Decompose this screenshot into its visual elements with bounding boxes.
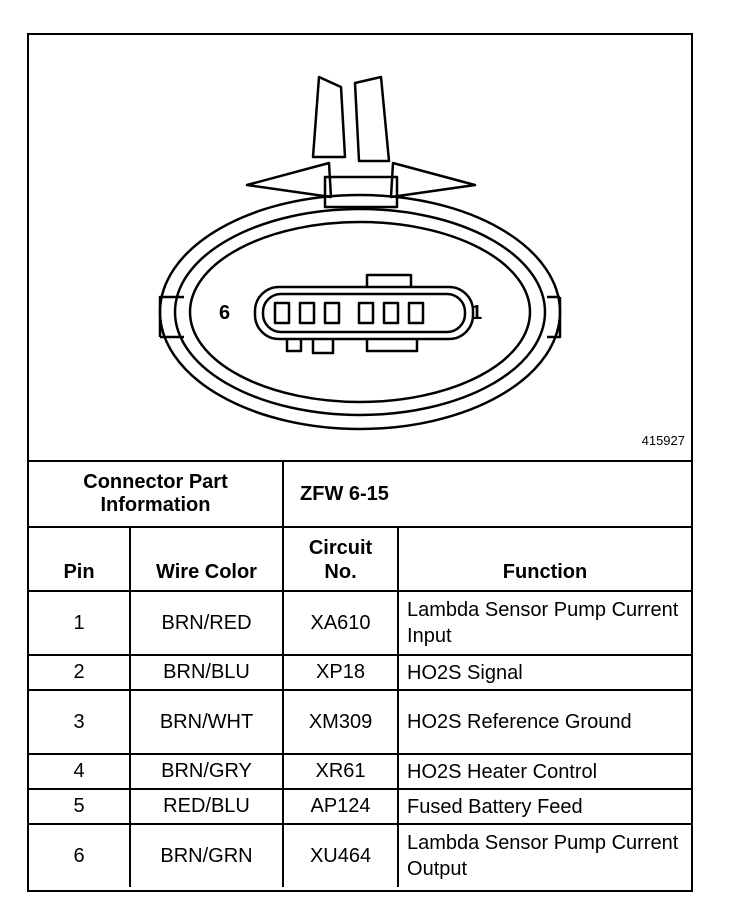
pin-cell: 1 xyxy=(29,590,131,656)
pin-terminal-4 xyxy=(323,301,341,325)
key-bump-top xyxy=(365,273,413,287)
pinout-table: Connector Part Information ZFW 6-15 Pin … xyxy=(29,460,692,887)
lock-finger-left xyxy=(311,75,347,159)
latch-block xyxy=(323,175,399,209)
latch-wing-right xyxy=(389,161,477,199)
key-bump-1 xyxy=(285,339,303,353)
function-cell: Lambda Sensor Pump Current Input xyxy=(397,590,692,656)
function-cell: HO2S Heater Control xyxy=(397,753,692,790)
function-cell: HO2S Reference Ground xyxy=(397,689,692,755)
header-function: Function xyxy=(397,526,692,592)
wire-color-cell: BRN/BLU xyxy=(128,654,285,691)
circuit-cell: XR61 xyxy=(282,753,400,790)
document-frame: 6 1 415927 Connector Part Information ZF… xyxy=(27,33,693,892)
pin-terminal-6 xyxy=(273,301,291,325)
connector-diagram: 6 1 415927 xyxy=(29,35,691,462)
table-row: 1 BRN/RED XA610 Lambda Sensor Pump Curre… xyxy=(29,590,692,656)
table-row: 3 BRN/WHT XM309 HO2S Reference Ground xyxy=(29,689,692,755)
key-bump-2 xyxy=(311,339,335,355)
key-bump-3 xyxy=(365,339,419,353)
pin-cavity-outer xyxy=(253,285,475,341)
figure-id: 415927 xyxy=(641,433,685,448)
function-cell: HO2S Signal xyxy=(397,654,692,691)
circuit-cell: AP124 xyxy=(282,788,400,825)
header-wire-color: Wire Color xyxy=(128,526,285,592)
lock-finger-right xyxy=(353,75,391,163)
wire-color-cell: BRN/RED xyxy=(128,590,285,656)
wire-color-cell: BRN/WHT xyxy=(128,689,285,755)
pin-cell: 5 xyxy=(29,788,131,825)
wire-color-cell: BRN/GRN xyxy=(128,823,285,887)
table-row: 5 RED/BLU AP124 Fused Battery Feed xyxy=(29,788,692,825)
pin-terminal-1 xyxy=(407,301,425,325)
function-cell: Fused Battery Feed xyxy=(397,788,692,825)
pin-1-label: 1 xyxy=(471,302,483,324)
circuit-cell: XU464 xyxy=(282,823,400,887)
circuit-cell: XA610 xyxy=(282,590,400,656)
connector-inner-ring xyxy=(188,220,532,404)
connector-info-value: ZFW 6-15 xyxy=(282,460,692,528)
wire-color-cell: RED/BLU xyxy=(128,788,285,825)
function-cell: Lambda Sensor Pump Current Output xyxy=(397,823,692,887)
pin-cell: 6 xyxy=(29,823,131,887)
side-ear-left xyxy=(158,295,184,337)
connector-illustration xyxy=(158,75,562,431)
pin-cell: 3 xyxy=(29,689,131,755)
circuit-cell: XM309 xyxy=(282,689,400,755)
connector-outer-ring xyxy=(173,207,547,417)
pin-terminal-5 xyxy=(298,301,316,325)
header-circuit: Circuit No. xyxy=(282,526,400,592)
table-row: 4 BRN/GRY XR61 HO2S Heater Control xyxy=(29,753,692,790)
latch-wing-left xyxy=(245,161,333,199)
table-row: 2 BRN/BLU XP18 HO2S Signal xyxy=(29,654,692,691)
table-row: 6 BRN/GRN XU464 Lambda Sensor Pump Curre… xyxy=(29,823,692,887)
connector-info-label: Connector Part Information xyxy=(29,460,285,528)
pin-cell: 2 xyxy=(29,654,131,691)
header-pin: Pin xyxy=(29,526,131,592)
pin-terminal-2 xyxy=(382,301,400,325)
circuit-cell: XP18 xyxy=(282,654,400,691)
pin-6-label: 6 xyxy=(219,302,231,324)
pin-cell: 4 xyxy=(29,753,131,790)
pin-terminal-3 xyxy=(357,301,375,325)
side-ear-right xyxy=(547,295,562,339)
pin-cavity-inner xyxy=(261,292,467,334)
wire-color-cell: BRN/GRY xyxy=(128,753,285,790)
